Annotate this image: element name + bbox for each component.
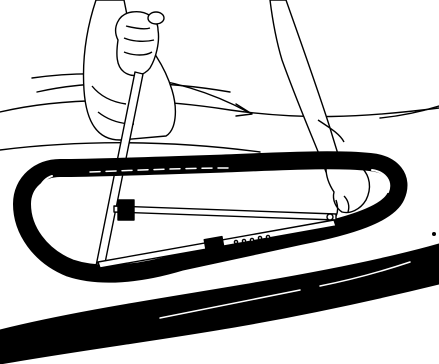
ground-sheet	[0, 83, 439, 152]
right-sleeve	[270, 0, 344, 172]
